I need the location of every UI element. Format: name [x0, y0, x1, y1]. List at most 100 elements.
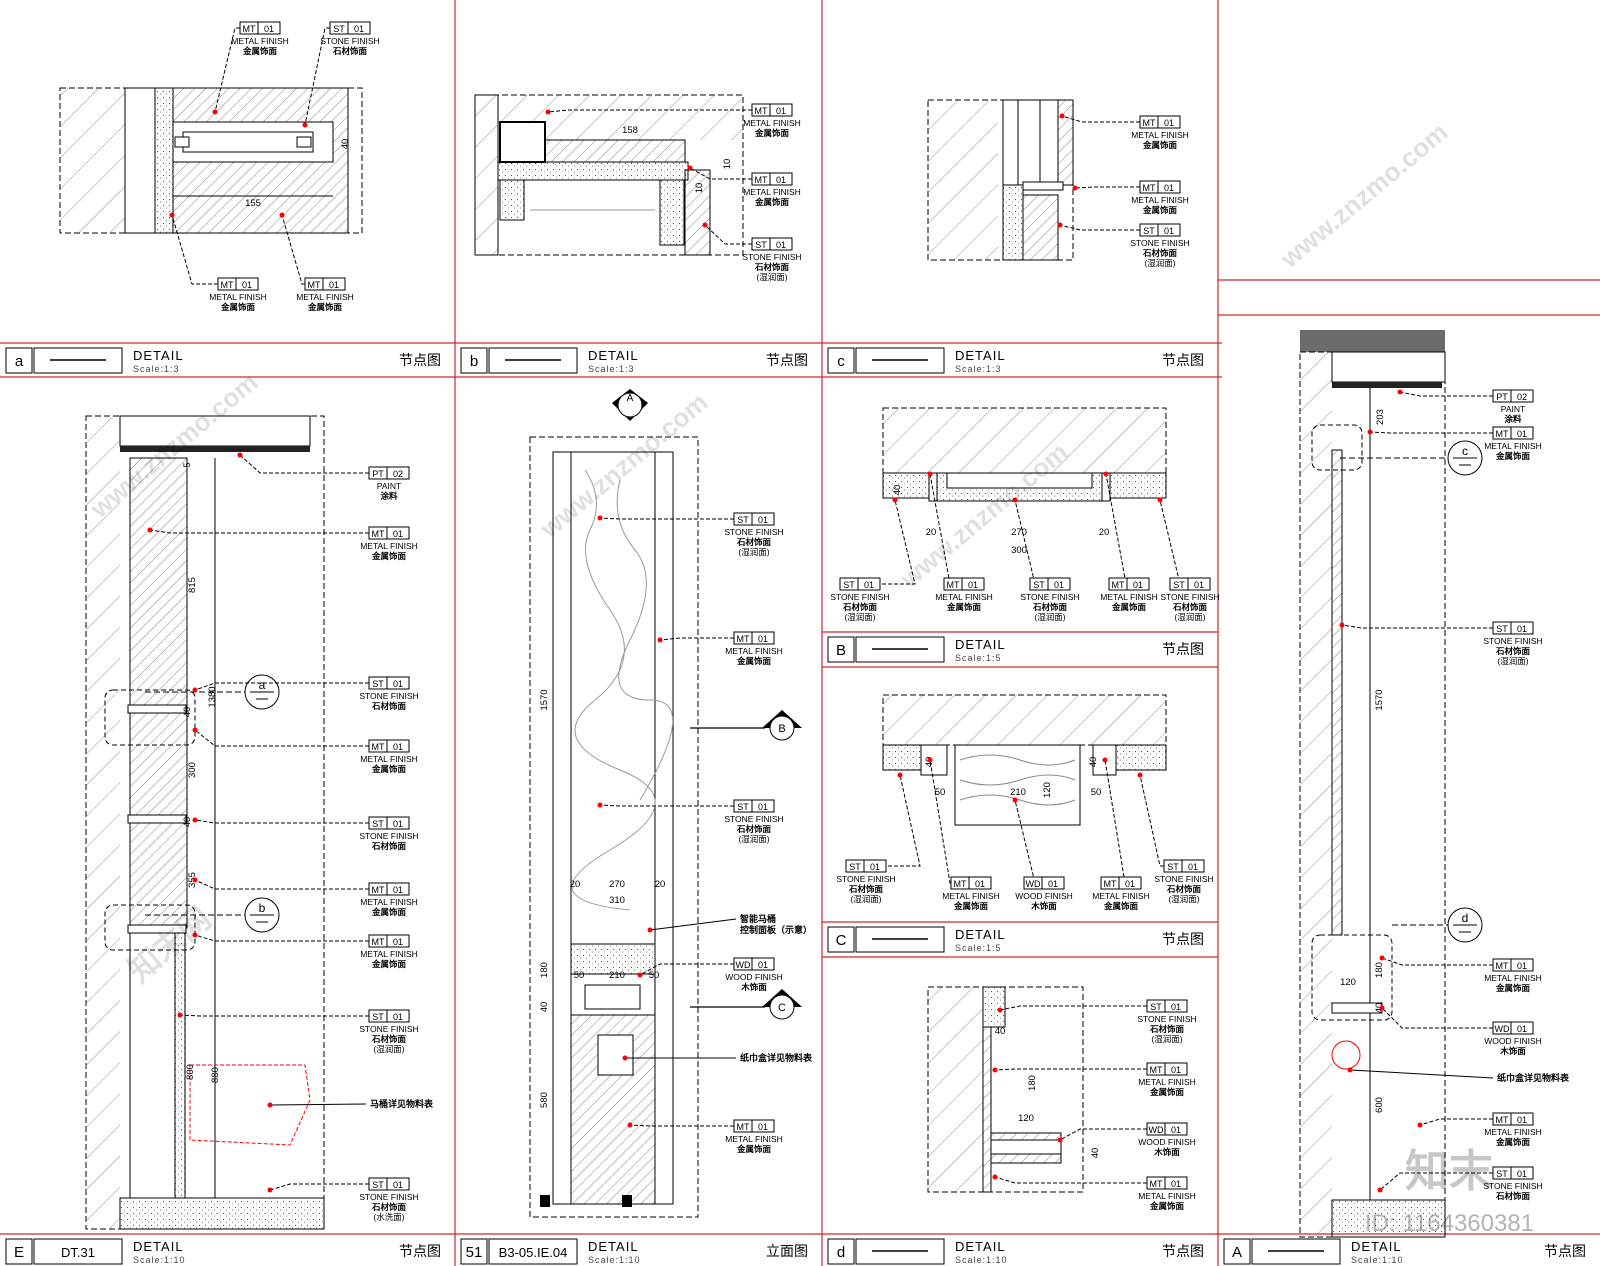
tag-leader	[239, 454, 369, 474]
tag-num-box	[968, 876, 992, 890]
tag-code: MT	[372, 529, 385, 539]
tag-cn: 石材饰面	[848, 884, 884, 894]
tag-leader-point	[1102, 757, 1108, 763]
title-ref-box	[488, 347, 578, 374]
title-cn: 节点图	[1162, 1243, 1204, 1259]
annotation-note: 马桶详见物料表	[267, 1098, 434, 1109]
tag-en: STONE FINISH	[1483, 1181, 1542, 1191]
tag-num-box	[1126, 577, 1150, 591]
tag-num: 01	[1517, 1169, 1527, 1179]
title-cn: 节点图	[1162, 641, 1204, 657]
title-scale: Scale:1:3	[133, 364, 180, 374]
tag-num: 01	[758, 1122, 768, 1132]
tag-leader-point	[627, 1122, 633, 1128]
tag-leader-point	[302, 122, 308, 128]
tag-leader	[304, 27, 330, 126]
dim-label: 5	[182, 462, 193, 467]
tag-leader-point	[597, 802, 603, 808]
tag-cn: 石材饰面	[1495, 646, 1531, 656]
tag-leader-point	[687, 165, 693, 171]
tag-num: 01	[264, 24, 274, 34]
dim-label: 120	[1340, 977, 1356, 988]
tag-num: 01	[393, 742, 403, 752]
tag-num-box	[1164, 1176, 1188, 1190]
tag-code: ST	[1496, 1169, 1508, 1179]
tag-code: WD	[736, 960, 751, 970]
tag-en: METAL FINISH	[1131, 130, 1189, 140]
tag-num-box	[1510, 958, 1534, 972]
dim-label: 300	[1011, 545, 1027, 556]
dim-label: 40	[1090, 1148, 1101, 1159]
tag-num: 01	[1517, 1115, 1527, 1125]
tag-leader-point	[147, 527, 153, 533]
tag-cn: 金属饰面	[242, 46, 278, 56]
tag-en: STONE FINISH	[1154, 874, 1213, 884]
tag-num-box	[386, 739, 410, 753]
tag-num: 01	[776, 106, 786, 116]
tag-num-box	[1157, 115, 1181, 129]
tag-leader	[1369, 431, 1493, 434]
tag-code: MT	[372, 885, 385, 895]
dim-label: 310	[609, 895, 625, 906]
tag-code: ST	[737, 802, 749, 812]
tag-en: STONE FINISH	[1137, 1014, 1196, 1024]
tag-leader	[1061, 115, 1140, 123]
tag-cn: 金属饰面	[1149, 1201, 1185, 1211]
tag-cn: 金属饰面	[736, 656, 772, 666]
tag-num-box	[386, 526, 410, 540]
tag-en: METAL FINISH	[1131, 195, 1189, 205]
dim-label: 20	[926, 527, 937, 538]
tag-cn: 石材饰面	[332, 46, 368, 56]
tag-leader	[999, 1005, 1147, 1011]
tag-code: ST	[1167, 862, 1179, 872]
dim-label: 40	[340, 139, 351, 150]
panel-d-drawing	[927, 986, 1084, 1193]
tag-num-box	[386, 1177, 410, 1191]
tag-leader	[599, 517, 734, 520]
tag-code: MT	[1496, 961, 1509, 971]
tag-code: ST	[1150, 1002, 1162, 1012]
callout-circle	[769, 715, 795, 741]
tag-leader	[689, 167, 752, 180]
tag-cn: 木饰面	[740, 982, 767, 992]
tag-en: METAL FINISH	[725, 646, 783, 656]
tag-en: METAL FINISH	[1484, 973, 1542, 983]
dim-label: 120	[1018, 1113, 1034, 1124]
watermark-logo: 知末	[1405, 1146, 1493, 1197]
tag-num: 01	[393, 679, 403, 689]
tag-leader	[281, 214, 305, 285]
tag-code: ST	[755, 240, 767, 250]
title-cn: 节点图	[399, 352, 441, 368]
note-text: 控制面板（示意）	[740, 924, 812, 935]
dim-label: 40	[1088, 757, 1099, 768]
callout-label: c	[1462, 444, 1468, 458]
tag-en: STONE FINISH	[742, 252, 801, 262]
title-letter: A	[1232, 1244, 1242, 1261]
callout-circle	[769, 994, 795, 1020]
note-leader-point	[267, 1102, 273, 1108]
dim-label: 50	[574, 970, 585, 981]
tag-num-box	[1157, 223, 1181, 237]
tag-num: 01	[1517, 1024, 1527, 1034]
tag-code: WD	[1149, 1125, 1164, 1135]
tag-code: MT	[954, 879, 967, 889]
tag-leader-point	[192, 817, 198, 823]
callout-A: A	[612, 389, 648, 421]
dim-label: 50	[935, 787, 946, 798]
dim-label: 10	[694, 183, 705, 194]
tag-leader-point	[1417, 1122, 1423, 1128]
title-letter: 51	[466, 1244, 483, 1261]
